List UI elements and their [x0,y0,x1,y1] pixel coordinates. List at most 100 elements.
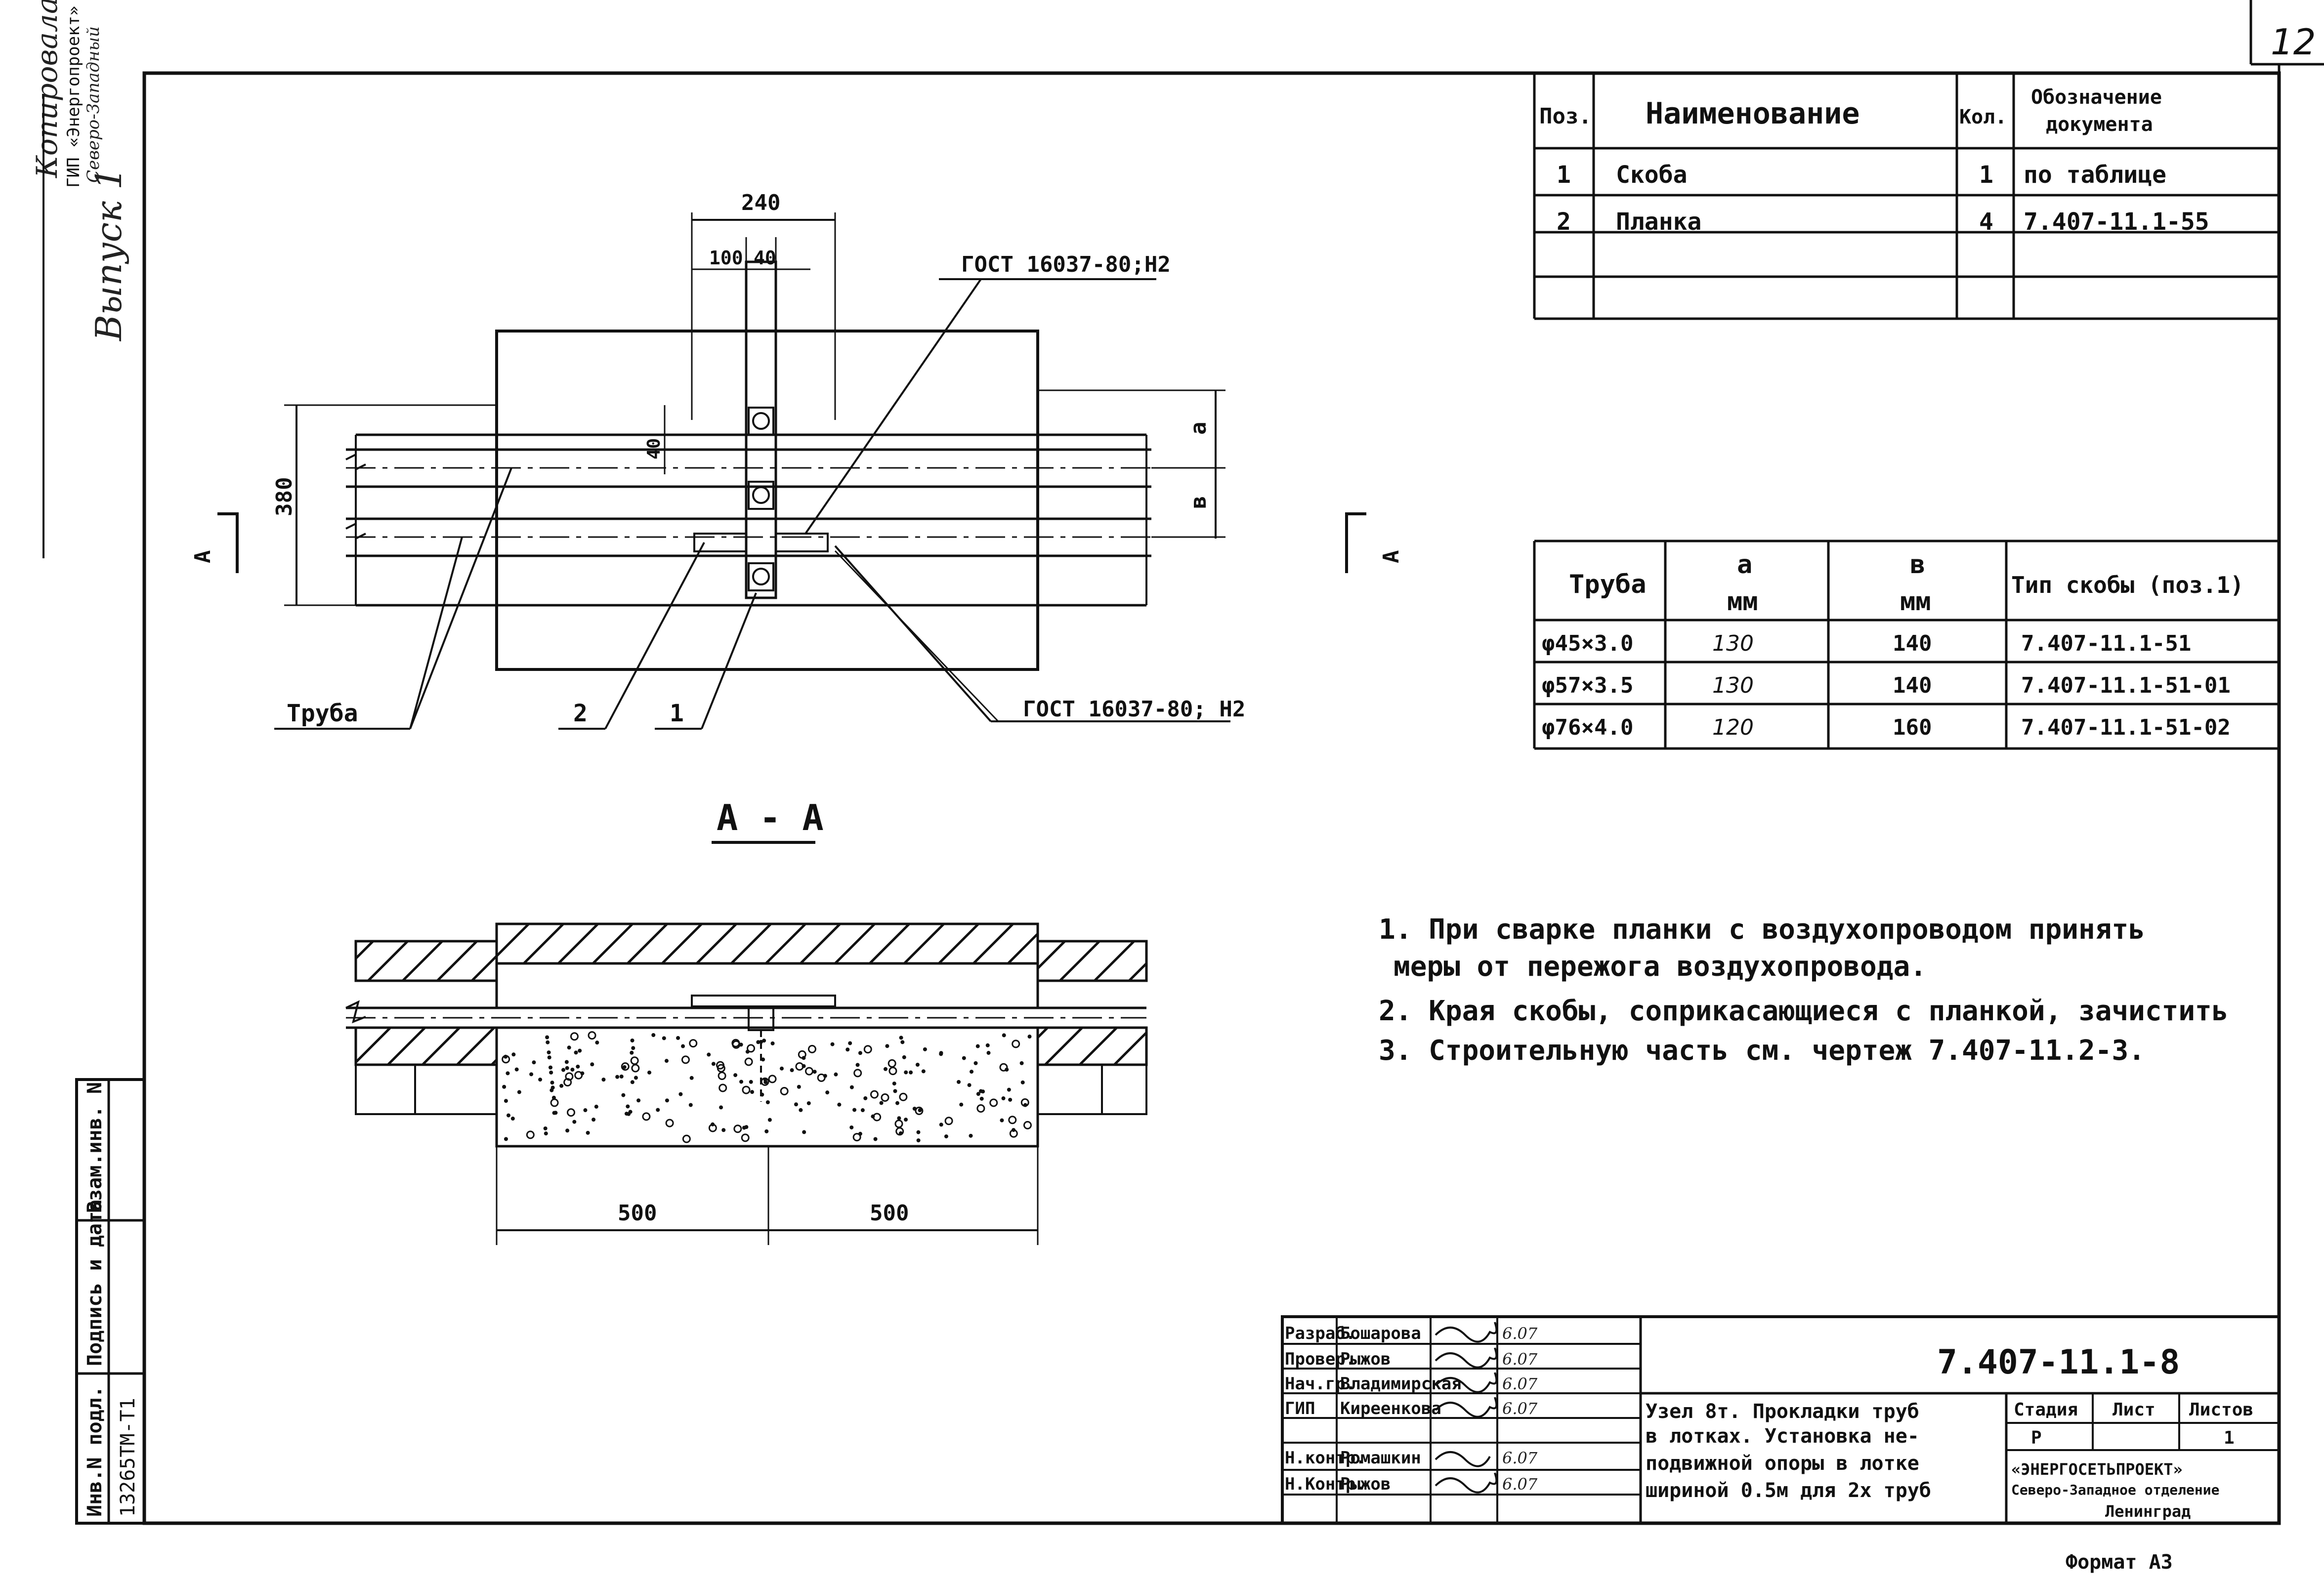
gost-label-top: ГОСТ 16037-80;Н2 [961,252,1171,277]
note-line: 2. Края скобы, соприкасающиеся с планкой… [1379,995,2228,1027]
signature [1435,1347,1498,1369]
pipe-cell: 140 [1893,631,1932,656]
left-info-box: Инв.N подл. 13265ТМ-Т1 Подпись и дата Вз… [75,1078,146,1525]
dim-500-left: 500 [618,1201,657,1226]
title-desc-line: шириной 0.5м для 2х труб [1646,1479,1931,1502]
org-line: Северо-Западное отделение [2011,1482,2219,1498]
stage-header: Стадия [2014,1400,2078,1420]
org-line: Ленинград [2105,1502,2191,1521]
pipe-header-type: Тип скобы (поз.1) [2011,572,2244,598]
org-line: «ЭНЕРГОСЕТЬПРОЕКТ» [2011,1460,2183,1479]
side-stamp-note: Северо-Западный [84,26,103,183]
spec-cell: Планка [1616,208,1701,236]
concrete-fill [502,1031,1032,1143]
title-role: Н.контр. [1285,1448,1366,1468]
bolt [748,481,774,510]
side-stamp-issue: Выпуск 1 [88,167,129,342]
title-date: 6.07 [1502,1374,1538,1393]
label-pos-1: 1 [670,700,684,727]
pipe-cell: φ57×3.5 [1542,673,1633,698]
dim-500-right: 500 [870,1201,909,1226]
title-role: Разраб. [1285,1324,1355,1343]
spec-cell: 1 [1979,161,1993,189]
side-stamp: Копировала ГИП «Энергопроект» Северо-Зап… [30,0,129,558]
drawing-frame [142,71,2281,1525]
spec-cell: 7.407-11.1-55 [2024,208,2209,236]
spec-cell: Скоба [1616,161,1688,189]
note-line: 1. При сварке планки с воздухопроводом п… [1379,914,2145,946]
title-role: Н.Контр. [1285,1474,1366,1494]
title-date: 6.07 [1502,1475,1538,1494]
plan-view: 240 100 40 40 380 а в А А ГОСТ 16037-80;… [190,190,1404,730]
signature [1435,1472,1498,1494]
dim-100: 100 [709,247,743,269]
pipe-cell: 7.407-11.1-51-02 [2021,715,2231,740]
dim-380: 380 [272,477,297,516]
side-stamp-org: ГИП «Энергопроект» [64,6,84,188]
title-desc-line: в лотках. Установка не- [1646,1425,1919,1448]
label-pipe: Труба [287,700,358,727]
sign-date-label: Подпись и дата [84,1200,106,1366]
section-title: А - А [717,797,824,838]
pipe-cell: φ45×3.0 [1542,631,1633,656]
sheets-header: Листов [2189,1400,2253,1420]
gost-label-bottom: ГОСТ 16037-80; Н2 [1023,697,1245,722]
inv-number-label: Инв.N подл. [84,1386,106,1517]
note-line: меры от пережога воздухопровода. [1394,951,1927,983]
dim-40-side: 40 [644,438,664,459]
notes: 1. При сварке планки с воздухопроводом п… [1379,914,2228,1067]
spec-header-name: Наименование [1646,96,1859,131]
side-stamp-copied: Копировала [30,0,64,178]
signature [1435,1451,1491,1467]
pipe-cell: 130 [1712,673,1754,698]
title-date: 6.07 [1502,1399,1538,1418]
title-name: Ромашкин [1340,1448,1421,1468]
spec-header-pos: Поз. [1539,104,1592,129]
concrete-block [495,1026,1039,1148]
stage-value: Р [2031,1428,2042,1448]
pipe-cell: 130 [1712,631,1754,656]
title-name: Киреенкова [1340,1399,1441,1418]
title-name: Бошарова [1340,1324,1421,1343]
title-date: 6.07 [1502,1449,1538,1467]
section-mark-left: А [190,550,215,564]
sheet-format: Формат А3 [2066,1551,2173,1574]
signature [1435,1322,1498,1343]
pipe-cell: 120 [1712,715,1754,740]
signature [1435,1372,1498,1393]
section-mark-right: А [1379,550,1404,564]
title-date: 6.07 [1502,1324,1538,1343]
spec-cell: 1 [1557,161,1571,189]
pipe-cell: 160 [1893,715,1932,740]
title-desc-line: подвижной опоры в лотке [1646,1452,1919,1475]
title-role: ГИП [1285,1399,1315,1418]
title-name: Рыжов [1340,1474,1391,1494]
title-role: Провер. [1285,1349,1355,1369]
sheet-number-box: 12 [2249,0,2324,66]
replace-inv-label: Взам.инв. N [84,1082,106,1213]
sheet-number: 12 [2271,21,2316,63]
pipe-header-pipe: Труба [1569,570,1647,599]
spec-header-qty: Кол. [1959,106,2007,128]
dim-a: а [1186,422,1211,435]
spec-cell: 4 [1979,208,1993,236]
pipe-cell: 7.407-11.1-51-01 [2021,673,2231,698]
title-date: 6.07 [1502,1350,1538,1369]
dim-b: в [1186,496,1211,509]
dim-240: 240 [741,190,780,215]
pipe-cell: 7.407-11.1-51 [2021,631,2191,656]
title-name: Рыжов [1340,1349,1391,1369]
label-pos-2: 2 [573,700,588,727]
sheets-value: 1 [2224,1428,2235,1448]
title-desc-line: Узел 8т. Прокладки труб [1646,1400,1919,1423]
doc-number: 7.407-11.1-8 [1937,1343,2180,1382]
title-name: Владимирская [1340,1374,1462,1394]
note-line: 3. Строительную часть см. чертеж 7.407-1… [1379,1035,2145,1067]
inv-number-value: 13265ТМ-Т1 [117,1398,139,1517]
